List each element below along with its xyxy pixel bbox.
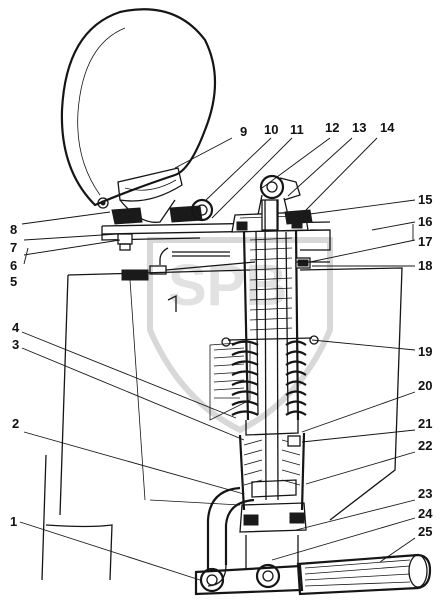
callout-24: 24 xyxy=(418,506,433,521)
callout-20: 20 xyxy=(418,378,432,393)
callout-12: 12 xyxy=(325,120,339,135)
wire-harness xyxy=(121,247,256,312)
coil-spring xyxy=(221,335,319,436)
callout-3: 3 xyxy=(12,337,19,352)
callout-15: 15 xyxy=(418,192,432,207)
callout-25: 25 xyxy=(418,524,432,539)
callout-2: 2 xyxy=(12,416,19,431)
crank-lever xyxy=(194,486,304,596)
callout-23: 23 xyxy=(418,486,432,501)
leader-lines xyxy=(19,137,416,581)
callout-4: 4 xyxy=(12,320,20,335)
callout-11: 11 xyxy=(290,122,304,137)
clamp-nut xyxy=(295,257,330,269)
callout-16: 16 xyxy=(418,214,432,229)
callout-17: 17 xyxy=(418,234,432,249)
callout-9: 9 xyxy=(240,124,247,139)
callout-22: 22 xyxy=(418,438,432,453)
callout-13: 13 xyxy=(352,120,366,135)
watermark-text: SPB xyxy=(168,253,287,318)
callouts: 1 2 3 4 5 6 7 8 9 10 11 12 13 14 15 16 1… xyxy=(10,120,433,539)
callout-19: 19 xyxy=(418,344,432,359)
callout-14: 14 xyxy=(380,120,395,135)
headlamp xyxy=(60,8,217,209)
callout-5: 5 xyxy=(10,274,17,289)
callout-7: 7 xyxy=(10,240,17,255)
lower-housing xyxy=(238,432,307,533)
column-top xyxy=(231,199,313,233)
callout-18: 18 xyxy=(418,258,432,273)
callout-21: 21 xyxy=(418,416,432,431)
callout-1: 1 xyxy=(10,514,17,529)
column-tube xyxy=(242,199,300,501)
handle-grip xyxy=(296,553,432,596)
pivot-link xyxy=(190,174,301,222)
callout-6: 6 xyxy=(10,258,17,273)
callout-8: 8 xyxy=(10,222,17,237)
callout-10: 10 xyxy=(264,122,278,137)
